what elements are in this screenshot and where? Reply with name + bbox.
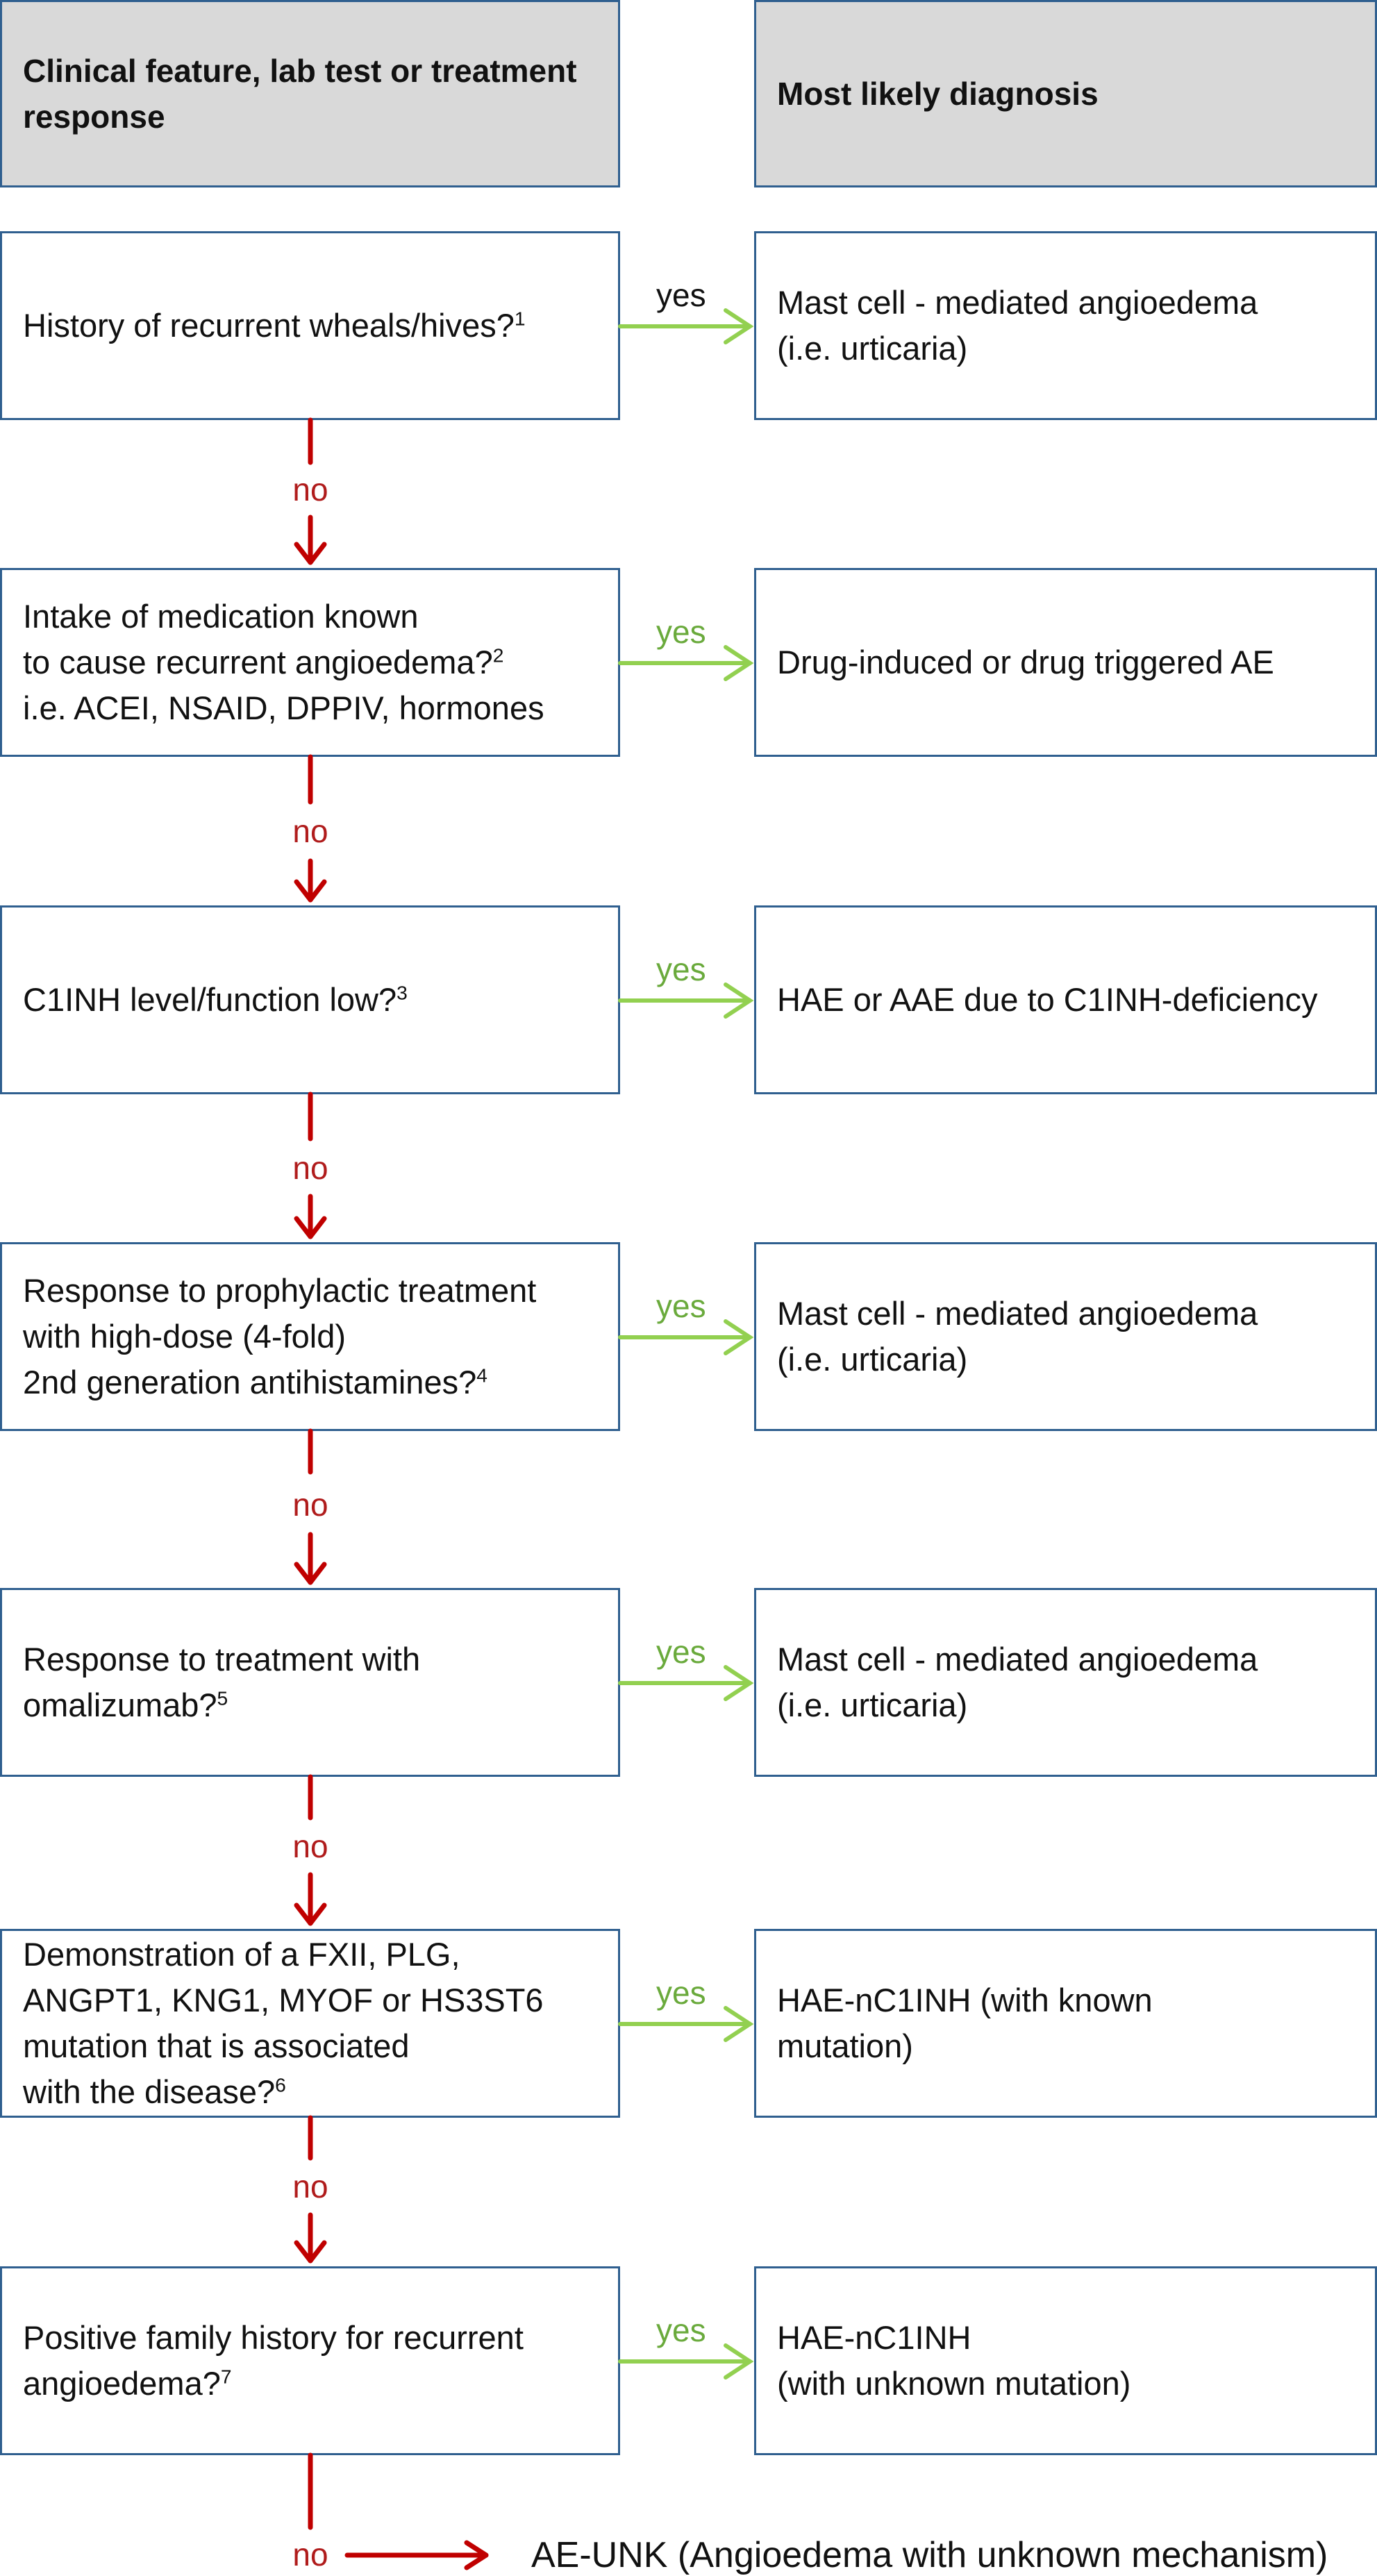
no-arrow-final — [344, 2540, 489, 2570]
no-arrow-4 — [294, 1428, 327, 1585]
question-text-5: Response to treatment with omalizumab?5 — [23, 1641, 421, 1723]
no-label-1: no — [292, 471, 328, 508]
diagnosis-text-6: HAE-nC1INH (with known mutation) — [777, 1982, 1153, 2064]
yes-arrow-5 — [618, 1665, 754, 1701]
question-text-3: C1INH level/function low?3 — [23, 981, 408, 1018]
diagnosis-box-6: HAE-nC1INH (with known mutation) — [754, 1929, 1377, 2118]
question-text-2: Intake of medication known to cause recu… — [23, 598, 544, 726]
question-box-1: History of recurrent wheals/hives?1 — [0, 231, 620, 420]
header-right-label: Most likely diagnosis — [777, 76, 1099, 112]
diagnosis-text-7: HAE-nC1INH (with unknown mutation) — [777, 2319, 1131, 2402]
diagnosis-text-3: HAE or AAE due to C1INH-deficiency — [777, 981, 1318, 1018]
yes-arrow-6 — [618, 2006, 754, 2042]
yes-arrow-3 — [618, 982, 754, 1019]
question-box-4: Response to prophylactic treatment with … — [0, 1242, 620, 1431]
yes-label-1: yes — [656, 277, 706, 313]
yes-label-6: yes — [656, 1975, 706, 2011]
no-arrow-6 — [294, 2115, 327, 2264]
no-arrow-1 — [294, 417, 327, 565]
no-label-7: no — [292, 2536, 328, 2573]
question-box-6: Demonstration of a FXII, PLG, ANGPT1, KN… — [0, 1929, 620, 2118]
diagnosis-text-2: Drug-induced or drug triggered AE — [777, 644, 1274, 680]
yes-label-2: yes — [656, 614, 706, 650]
yes-label-7: yes — [656, 2312, 706, 2348]
question-box-3: C1INH level/function low?3 — [0, 905, 620, 1094]
no-label-3: no — [292, 1150, 328, 1186]
yes-arrow-4 — [618, 1319, 754, 1355]
diagnosis-box-5: Mast cell - mediated angioedema (i.e. ur… — [754, 1588, 1377, 1777]
no-arrow-3 — [294, 1092, 327, 1239]
yes-arrow-2 — [618, 645, 754, 681]
diagnosis-box-4: Mast cell - mediated angioedema (i.e. ur… — [754, 1242, 1377, 1431]
yes-label-3: yes — [656, 951, 706, 987]
question-text-4: Response to prophylactic treatment with … — [23, 1272, 537, 1400]
no-label-5: no — [292, 1828, 328, 1864]
no-label-6: no — [292, 2168, 328, 2205]
question-box-2: Intake of medication known to cause recu… — [0, 568, 620, 757]
yes-label-4: yes — [656, 1288, 706, 1324]
yes-arrows — [618, 308, 754, 2380]
header-right-box: Most likely diagnosis — [754, 0, 1377, 187]
diagnosis-box-2: Drug-induced or drug triggered AE — [754, 568, 1377, 757]
header-left-label: Clinical feature, lab test or treatment … — [23, 53, 577, 135]
diagnosis-box-1: Mast cell - mediated angioedema (i.e. ur… — [754, 231, 1377, 420]
diagnosis-text-1: Mast cell - mediated angioedema (i.e. ur… — [777, 284, 1258, 367]
no-arrows — [294, 417, 489, 2570]
final-outcome: AE-UNK (Angioedema with unknown mechanis… — [531, 2535, 1328, 2575]
question-text-7: Positive family history for recurrent an… — [23, 2319, 524, 2402]
no-arrow-2 — [294, 754, 327, 903]
yes-arrow-1 — [618, 308, 754, 344]
question-box-5: Response to treatment with omalizumab?5 — [0, 1588, 620, 1777]
diagnosis-text-4: Mast cell - mediated angioedema (i.e. ur… — [777, 1295, 1258, 1378]
header-left-box: Clinical feature, lab test or treatment … — [0, 0, 620, 187]
no-label-4: no — [292, 1487, 328, 1523]
diagnosis-box-7: HAE-nC1INH (with unknown mutation) — [754, 2266, 1377, 2455]
no-arrow-5 — [294, 1774, 327, 1926]
question-text-1: History of recurrent wheals/hives?1 — [23, 307, 526, 344]
no-label-2: no — [292, 813, 328, 849]
diagnosis-box-3: HAE or AAE due to C1INH-deficiency — [754, 905, 1377, 1094]
diagnosis-text-5: Mast cell - mediated angioedema (i.e. ur… — [777, 1641, 1258, 1723]
question-text-6: Demonstration of a FXII, PLG, ANGPT1, KN… — [23, 1936, 544, 2110]
yes-label-5: yes — [656, 1634, 706, 1670]
yes-arrow-7 — [618, 2343, 754, 2380]
question-box-7: Positive family history for recurrent an… — [0, 2266, 620, 2455]
